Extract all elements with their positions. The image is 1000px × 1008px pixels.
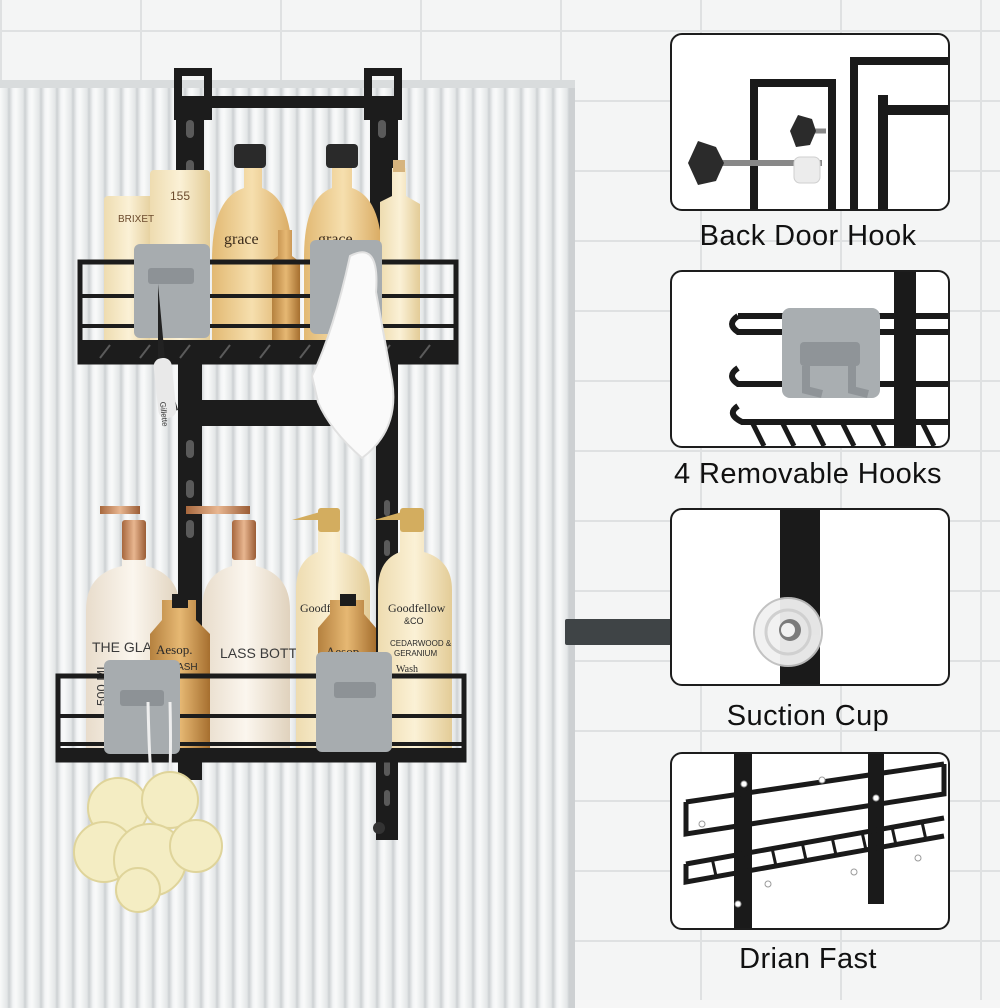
feature-panel-back-door-hook — [670, 33, 950, 211]
grace-label-left: grace — [224, 231, 259, 248]
serum-bottle — [272, 230, 300, 340]
goodfellow-bottle-right — [378, 528, 452, 752]
tube-number: 155 — [170, 189, 190, 203]
tube-brand: BRIXET — [118, 214, 154, 225]
upper-hooks: Gillette — [134, 240, 395, 460]
aesop-label-left: Aesop. — [156, 642, 192, 657]
razor-brand: Gillette — [158, 401, 170, 427]
co-label: &CO — [404, 616, 424, 626]
goodfellow-label-right: Goodfellow — [388, 601, 446, 615]
adhesive-hook-icon — [729, 272, 948, 446]
feature-panel-drain-fast — [670, 752, 950, 930]
feature-label-removable-hooks: 4 Removable Hooks — [674, 458, 942, 490]
wash-label-left: WASH — [168, 662, 198, 673]
hanging-towel — [310, 251, 395, 460]
geranium-label: GERANIUM — [394, 649, 437, 658]
wash-label-right: Wash — [396, 664, 418, 675]
bath-loofah — [73, 771, 223, 913]
feature-panel-removable-hooks — [670, 270, 950, 448]
glass-bottle-right-label: LASS BOTT — [220, 645, 297, 661]
suction-cup-icon — [753, 510, 823, 684]
cedarwood-label: CEDARWOOD & — [390, 639, 452, 648]
shower-door-handle — [565, 619, 675, 645]
door-hook-clamp-icon — [688, 57, 948, 209]
feature-label-suction-cup: Suction Cup — [726, 700, 890, 732]
feature-label-drain-fast: Drian Fast — [739, 943, 877, 975]
feature-label-back-door-hook: Back Door Hook — [699, 220, 917, 252]
glass-bottle-right — [202, 534, 290, 752]
drain-basket-icon — [683, 754, 947, 928]
feature-panel-suction-cup — [670, 508, 950, 686]
lower-hooks — [73, 652, 392, 913]
